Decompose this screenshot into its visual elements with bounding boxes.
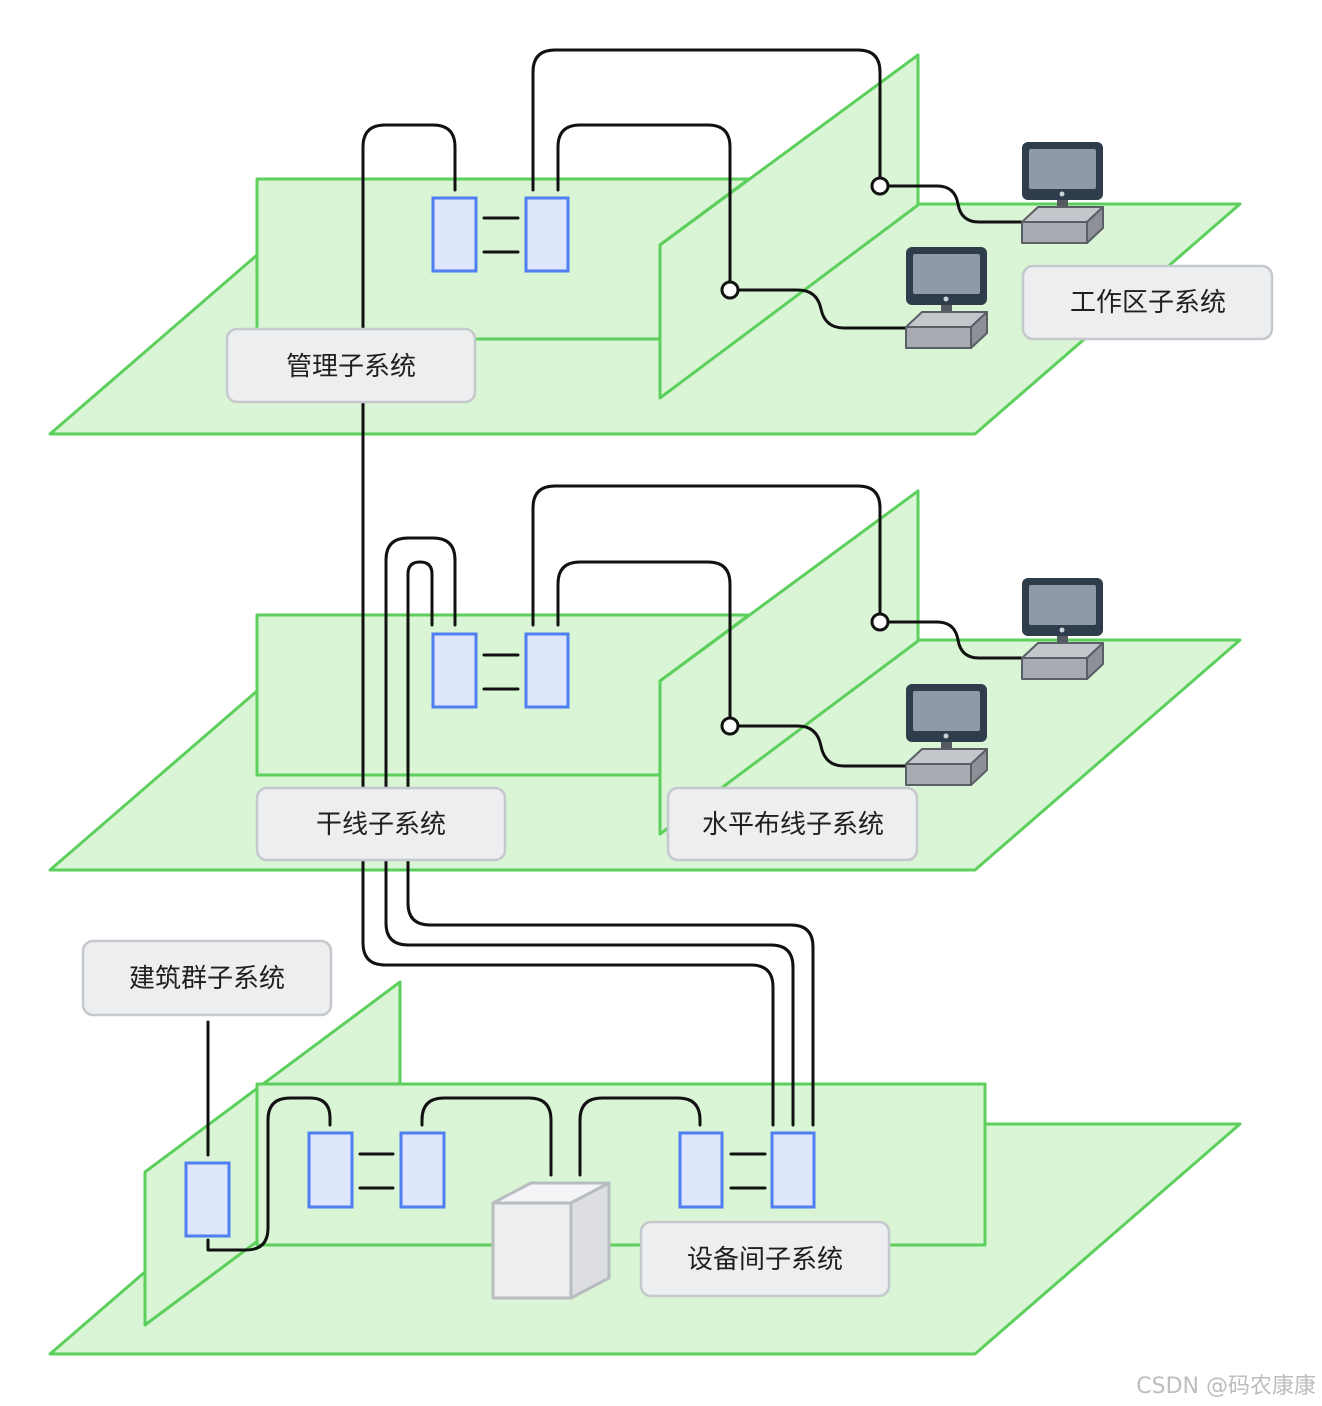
horizontal-cable	[531, 48, 882, 192]
patch-panel-icon	[524, 632, 570, 709]
label-box	[666, 786, 919, 862]
patch-panel-icon	[770, 1131, 816, 1209]
computer-screen	[1029, 585, 1096, 625]
horizontal-cable	[531, 484, 882, 627]
outlet-icon	[870, 176, 890, 196]
backbone-cable-top-floor	[361, 123, 775, 1127]
computer-stand	[1057, 636, 1068, 643]
equipment-cable	[578, 1096, 702, 1177]
patch-panels	[184, 196, 816, 1238]
patch-panel-icon	[307, 1131, 354, 1209]
floor-middle-partition	[658, 489, 920, 836]
label-work-area: 工作区子系统	[1021, 264, 1274, 341]
computer-icon	[905, 684, 988, 786]
computer-base-front	[905, 326, 972, 349]
cables	[206, 48, 1023, 1252]
power-light	[943, 733, 949, 739]
label-box	[255, 786, 507, 862]
patch-panel-icon	[431, 196, 478, 273]
floor-middle	[48, 489, 1242, 872]
patch-panel-icon	[431, 632, 478, 709]
label-box	[1021, 264, 1274, 341]
server-front-face	[491, 1201, 573, 1300]
work-area-cord	[736, 724, 907, 768]
work-area-cord	[736, 288, 907, 330]
computer-stand	[941, 305, 952, 312]
floor-bottom-back-wall	[255, 1082, 987, 1247]
outlets	[720, 176, 890, 736]
computer-stand	[1057, 200, 1068, 207]
patch-cord	[482, 216, 520, 254]
label-box	[639, 1220, 891, 1298]
label-backbone: 干线子系统	[255, 786, 507, 862]
horizontal-cable	[556, 560, 732, 720]
computer-icon	[1021, 578, 1104, 680]
computer-base-side	[1086, 206, 1104, 244]
label-text: 建筑群子系统	[129, 964, 285, 994]
work-area-cord	[886, 184, 1023, 224]
equipment-cable	[420, 1096, 553, 1177]
patch-panel-icon	[399, 1131, 446, 1209]
horizontal-cable	[556, 123, 732, 284]
patch-cord	[358, 1152, 395, 1190]
computer-screen	[913, 254, 980, 294]
computer-icon	[905, 247, 988, 349]
label-box	[225, 327, 477, 404]
server-icon	[491, 1181, 611, 1300]
label-text: 设备间子系统	[687, 1245, 843, 1275]
power-light	[1059, 191, 1065, 197]
label-text: 水平布线子系统	[702, 810, 884, 840]
label-text: 干线子系统	[316, 810, 446, 840]
label-campus: 建筑群子系统	[81, 939, 333, 1017]
power-light	[943, 296, 949, 302]
label-horizontal: 水平布线子系统	[666, 786, 919, 862]
computer-base-front	[1021, 221, 1088, 244]
power-light	[1059, 627, 1065, 633]
campus-link-cable	[206, 1096, 332, 1252]
patch-panel-icon	[678, 1131, 724, 1209]
computer-base-side	[1086, 642, 1104, 680]
patch-panel-icon	[524, 196, 570, 273]
label-text: 工作区子系统	[1070, 288, 1226, 318]
computer-base-side	[970, 311, 988, 349]
patch-cord	[482, 653, 520, 691]
computer-stand	[941, 742, 952, 749]
label-equipment-room: 设备间子系统	[639, 1220, 891, 1298]
patch-panel-icon	[184, 1161, 231, 1238]
label-management: 管理子系统	[225, 327, 477, 404]
computer-screen	[1029, 149, 1096, 189]
floor-top-partition	[658, 53, 920, 400]
server-side-face	[569, 1181, 611, 1300]
computer-screen	[913, 691, 980, 731]
computer-base-front	[905, 763, 972, 786]
watermark: CSDN @码农康康	[1136, 1374, 1316, 1399]
computer-icon	[1021, 142, 1104, 244]
label-box	[81, 939, 333, 1017]
outlet-icon	[720, 716, 740, 736]
computer-base-side	[970, 748, 988, 786]
patch-cords	[358, 216, 767, 1190]
outlet-icon	[720, 280, 740, 300]
work-area-cord	[886, 620, 1023, 660]
patch-cord	[729, 1152, 767, 1190]
outlet-icon	[870, 612, 890, 632]
backbone-cable-middle-floor-inner	[406, 560, 815, 1127]
computer-base-front	[1021, 657, 1088, 680]
label-text: 管理子系统	[286, 352, 416, 382]
backbone-cable-middle-floor-outer	[384, 536, 795, 1127]
